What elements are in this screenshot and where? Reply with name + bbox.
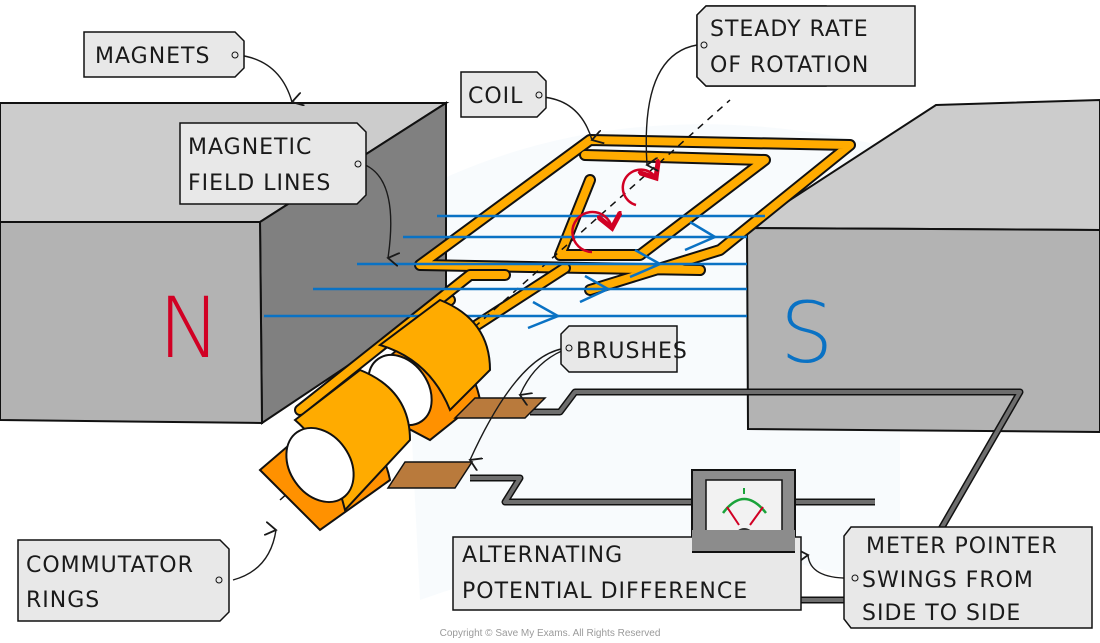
commutator-rings xyxy=(258,298,492,532)
svg-text:MAGNETIC: MAGNETIC xyxy=(188,135,312,160)
svg-text:SWINGS FROM: SWINGS FROM xyxy=(862,568,1034,593)
magnetic-field-lines xyxy=(264,214,765,330)
copyright-notice: Copyright © Save My Exams. All Rights Re… xyxy=(440,628,661,639)
north-pole-label: N xyxy=(158,279,221,377)
label-commutator-rings: COMMUTATOR RINGS xyxy=(17,539,230,622)
leader-arrows xyxy=(232,44,856,581)
meter-pointer-right xyxy=(749,506,764,526)
field-line-arrow xyxy=(527,300,561,330)
label-coil: COIL xyxy=(460,71,547,118)
field-line-arrow xyxy=(629,248,663,279)
label-brushes: BRUSHES xyxy=(560,325,688,373)
svg-text:COIL: COIL xyxy=(468,84,523,109)
svg-text:METER POINTER: METER POINTER xyxy=(866,534,1058,559)
svg-text:OF ROTATION: OF ROTATION xyxy=(710,53,869,78)
south-magnet-front xyxy=(745,226,1100,434)
south-magnet-top xyxy=(743,98,1100,232)
label-steady-rate-of-rotation: STEADY RATE OF ROTATION xyxy=(696,5,916,87)
svg-text:COMMUTATOR: COMMUTATOR xyxy=(26,553,194,578)
field-line-arrow xyxy=(684,220,718,252)
label-magnets: MAGNETS xyxy=(83,31,245,78)
svg-text:BRUSHES: BRUSHES xyxy=(576,339,688,364)
svg-text:FIELD LINES: FIELD LINES xyxy=(188,171,331,196)
svg-text:MAGNETS: MAGNETS xyxy=(95,44,210,69)
meter-pointer-left xyxy=(726,506,740,526)
brush-bottom xyxy=(386,461,474,489)
svg-text:POTENTIAL DIFFERENCE: POTENTIAL DIFFERENCE xyxy=(462,579,748,604)
label-meter-pointer: METER POINTER SWINGS FROM SIDE TO SIDE xyxy=(843,526,1093,629)
svg-text:ALTERNATING: ALTERNATING xyxy=(462,543,623,568)
label-magnetic-field-lines: MAGNETIC FIELD LINES xyxy=(179,122,367,205)
north-magnet-front xyxy=(0,221,264,425)
rotation-arrow-icon xyxy=(571,212,612,254)
south-pole-label: S xyxy=(780,284,833,382)
south-magnet: S xyxy=(743,98,1100,434)
rotation-axis xyxy=(279,99,731,501)
label-alternating-potential-difference: ALTERNATING POTENTIAL DIFFERENCE xyxy=(452,530,802,611)
svg-text:SIDE TO SIDE: SIDE TO SIDE xyxy=(862,601,1021,626)
svg-text:STEADY RATE: STEADY RATE xyxy=(710,17,869,42)
svg-text:RINGS: RINGS xyxy=(26,588,100,613)
field-line-arrow xyxy=(579,274,611,304)
